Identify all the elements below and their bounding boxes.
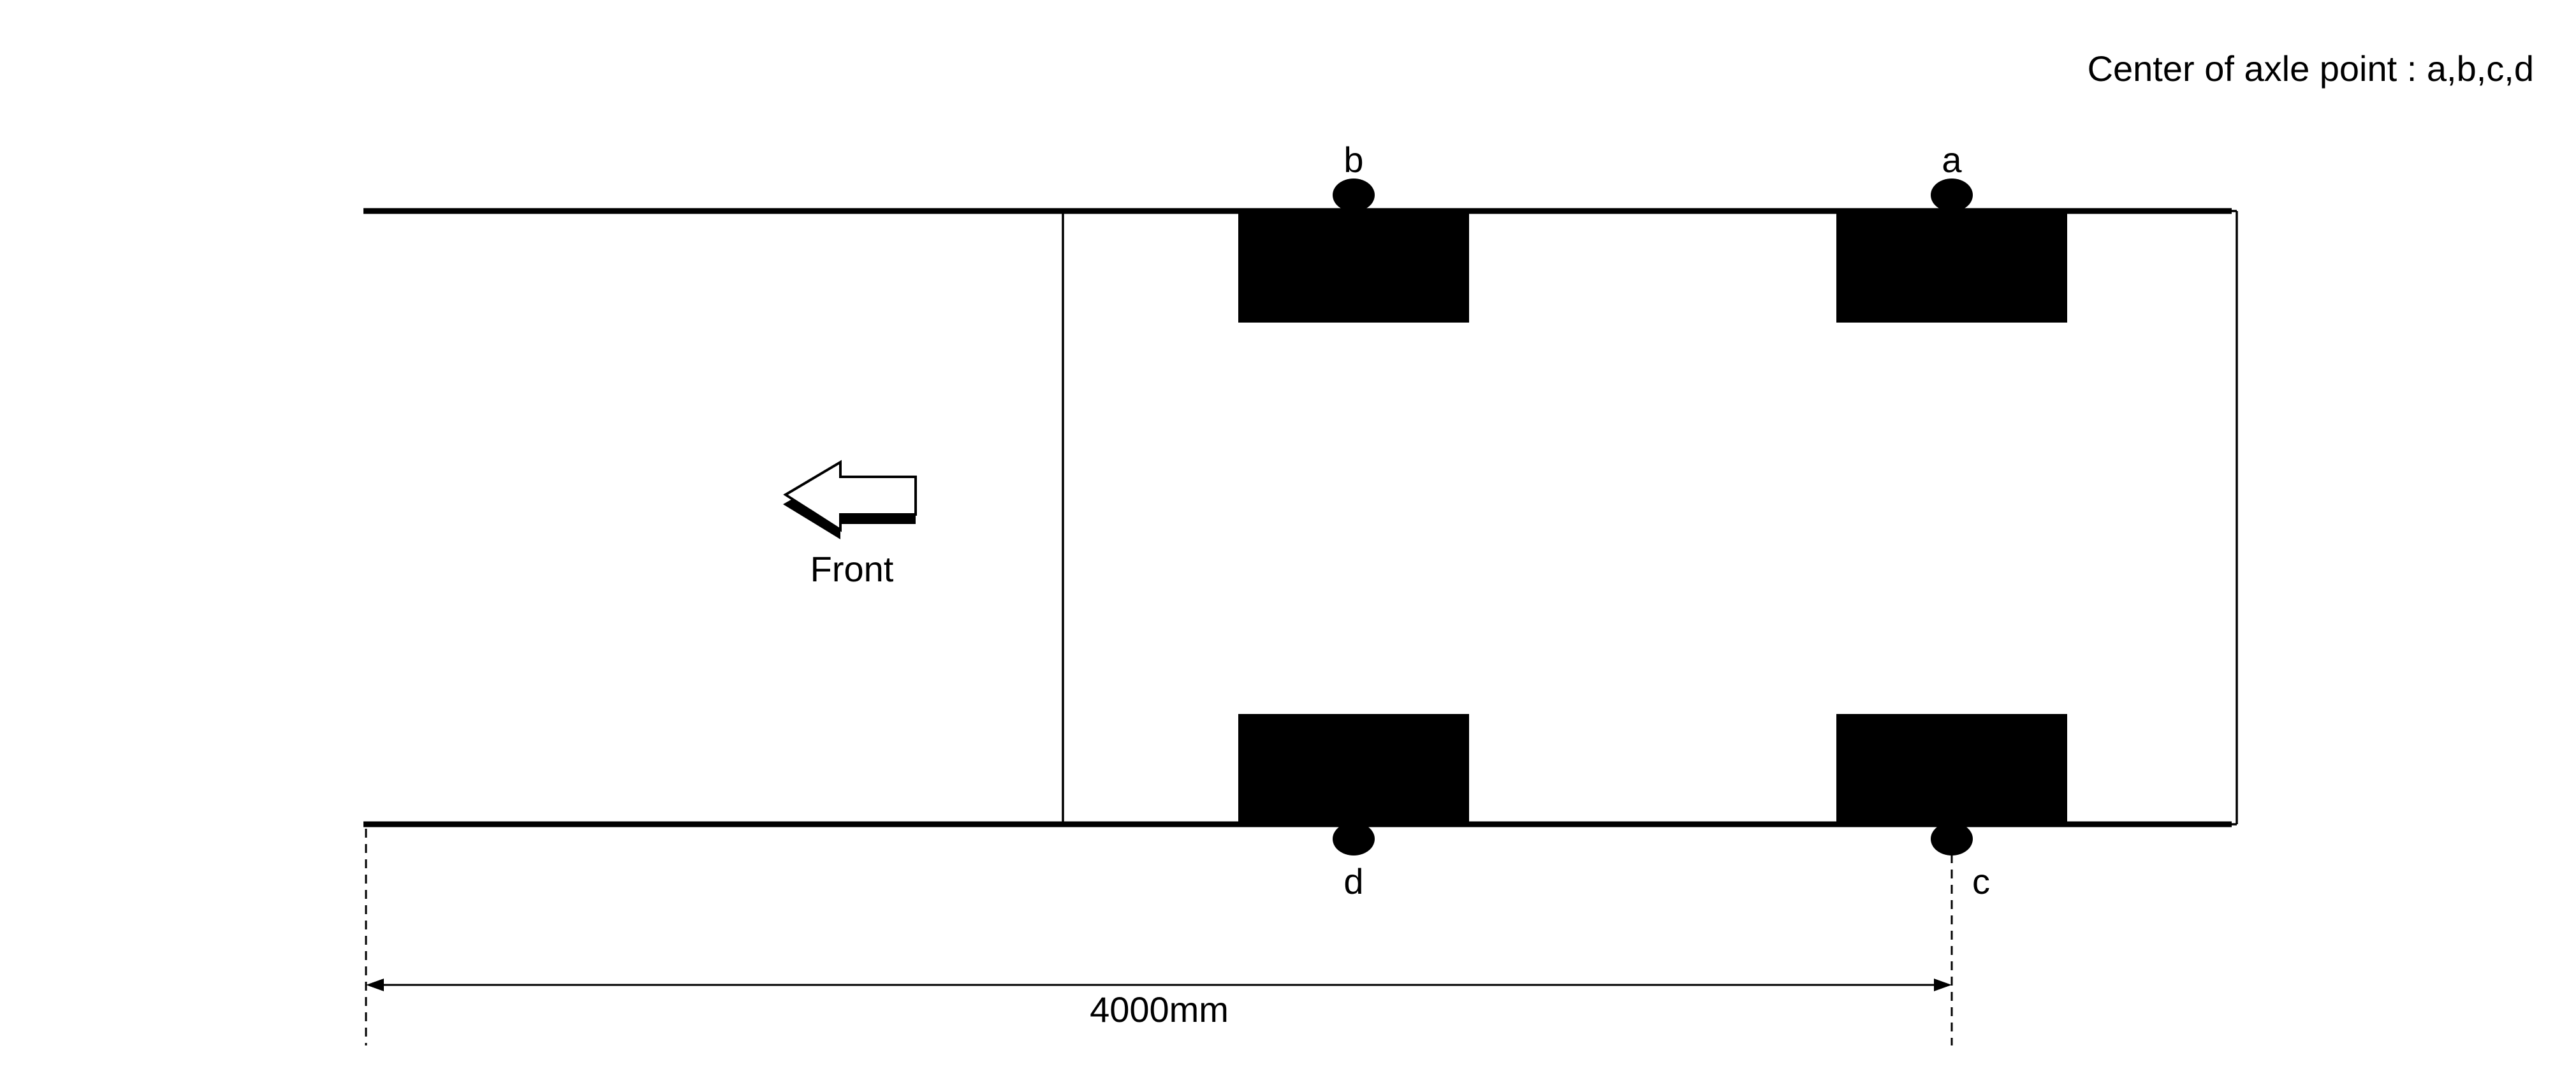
legend-text: Center of axle point : a,b,c,d [2088,48,2534,89]
axle-point-a [1931,178,1973,212]
axle-point-b [1333,178,1375,212]
dimension-arrowhead-left [366,979,384,991]
axle-point-c [1931,822,1973,856]
axle-label-a: a [1942,140,1962,180]
wheel-front-bottom [1238,714,1469,826]
dimension-arrowhead-right [1934,979,1952,991]
wheel-front-top [1238,211,1469,323]
front-arrow-icon [783,460,917,539]
wheel-rear-top [1836,211,2067,323]
front-label: Front [810,549,894,589]
axle-label-b: b [1343,140,1363,180]
axle-label-c: c [1972,861,1990,901]
axle-label-d: d [1343,861,1363,901]
dimension-label: 4000mm [1090,989,1229,1030]
axle-point-d [1333,822,1375,856]
wheel-rear-bottom [1836,714,2067,826]
